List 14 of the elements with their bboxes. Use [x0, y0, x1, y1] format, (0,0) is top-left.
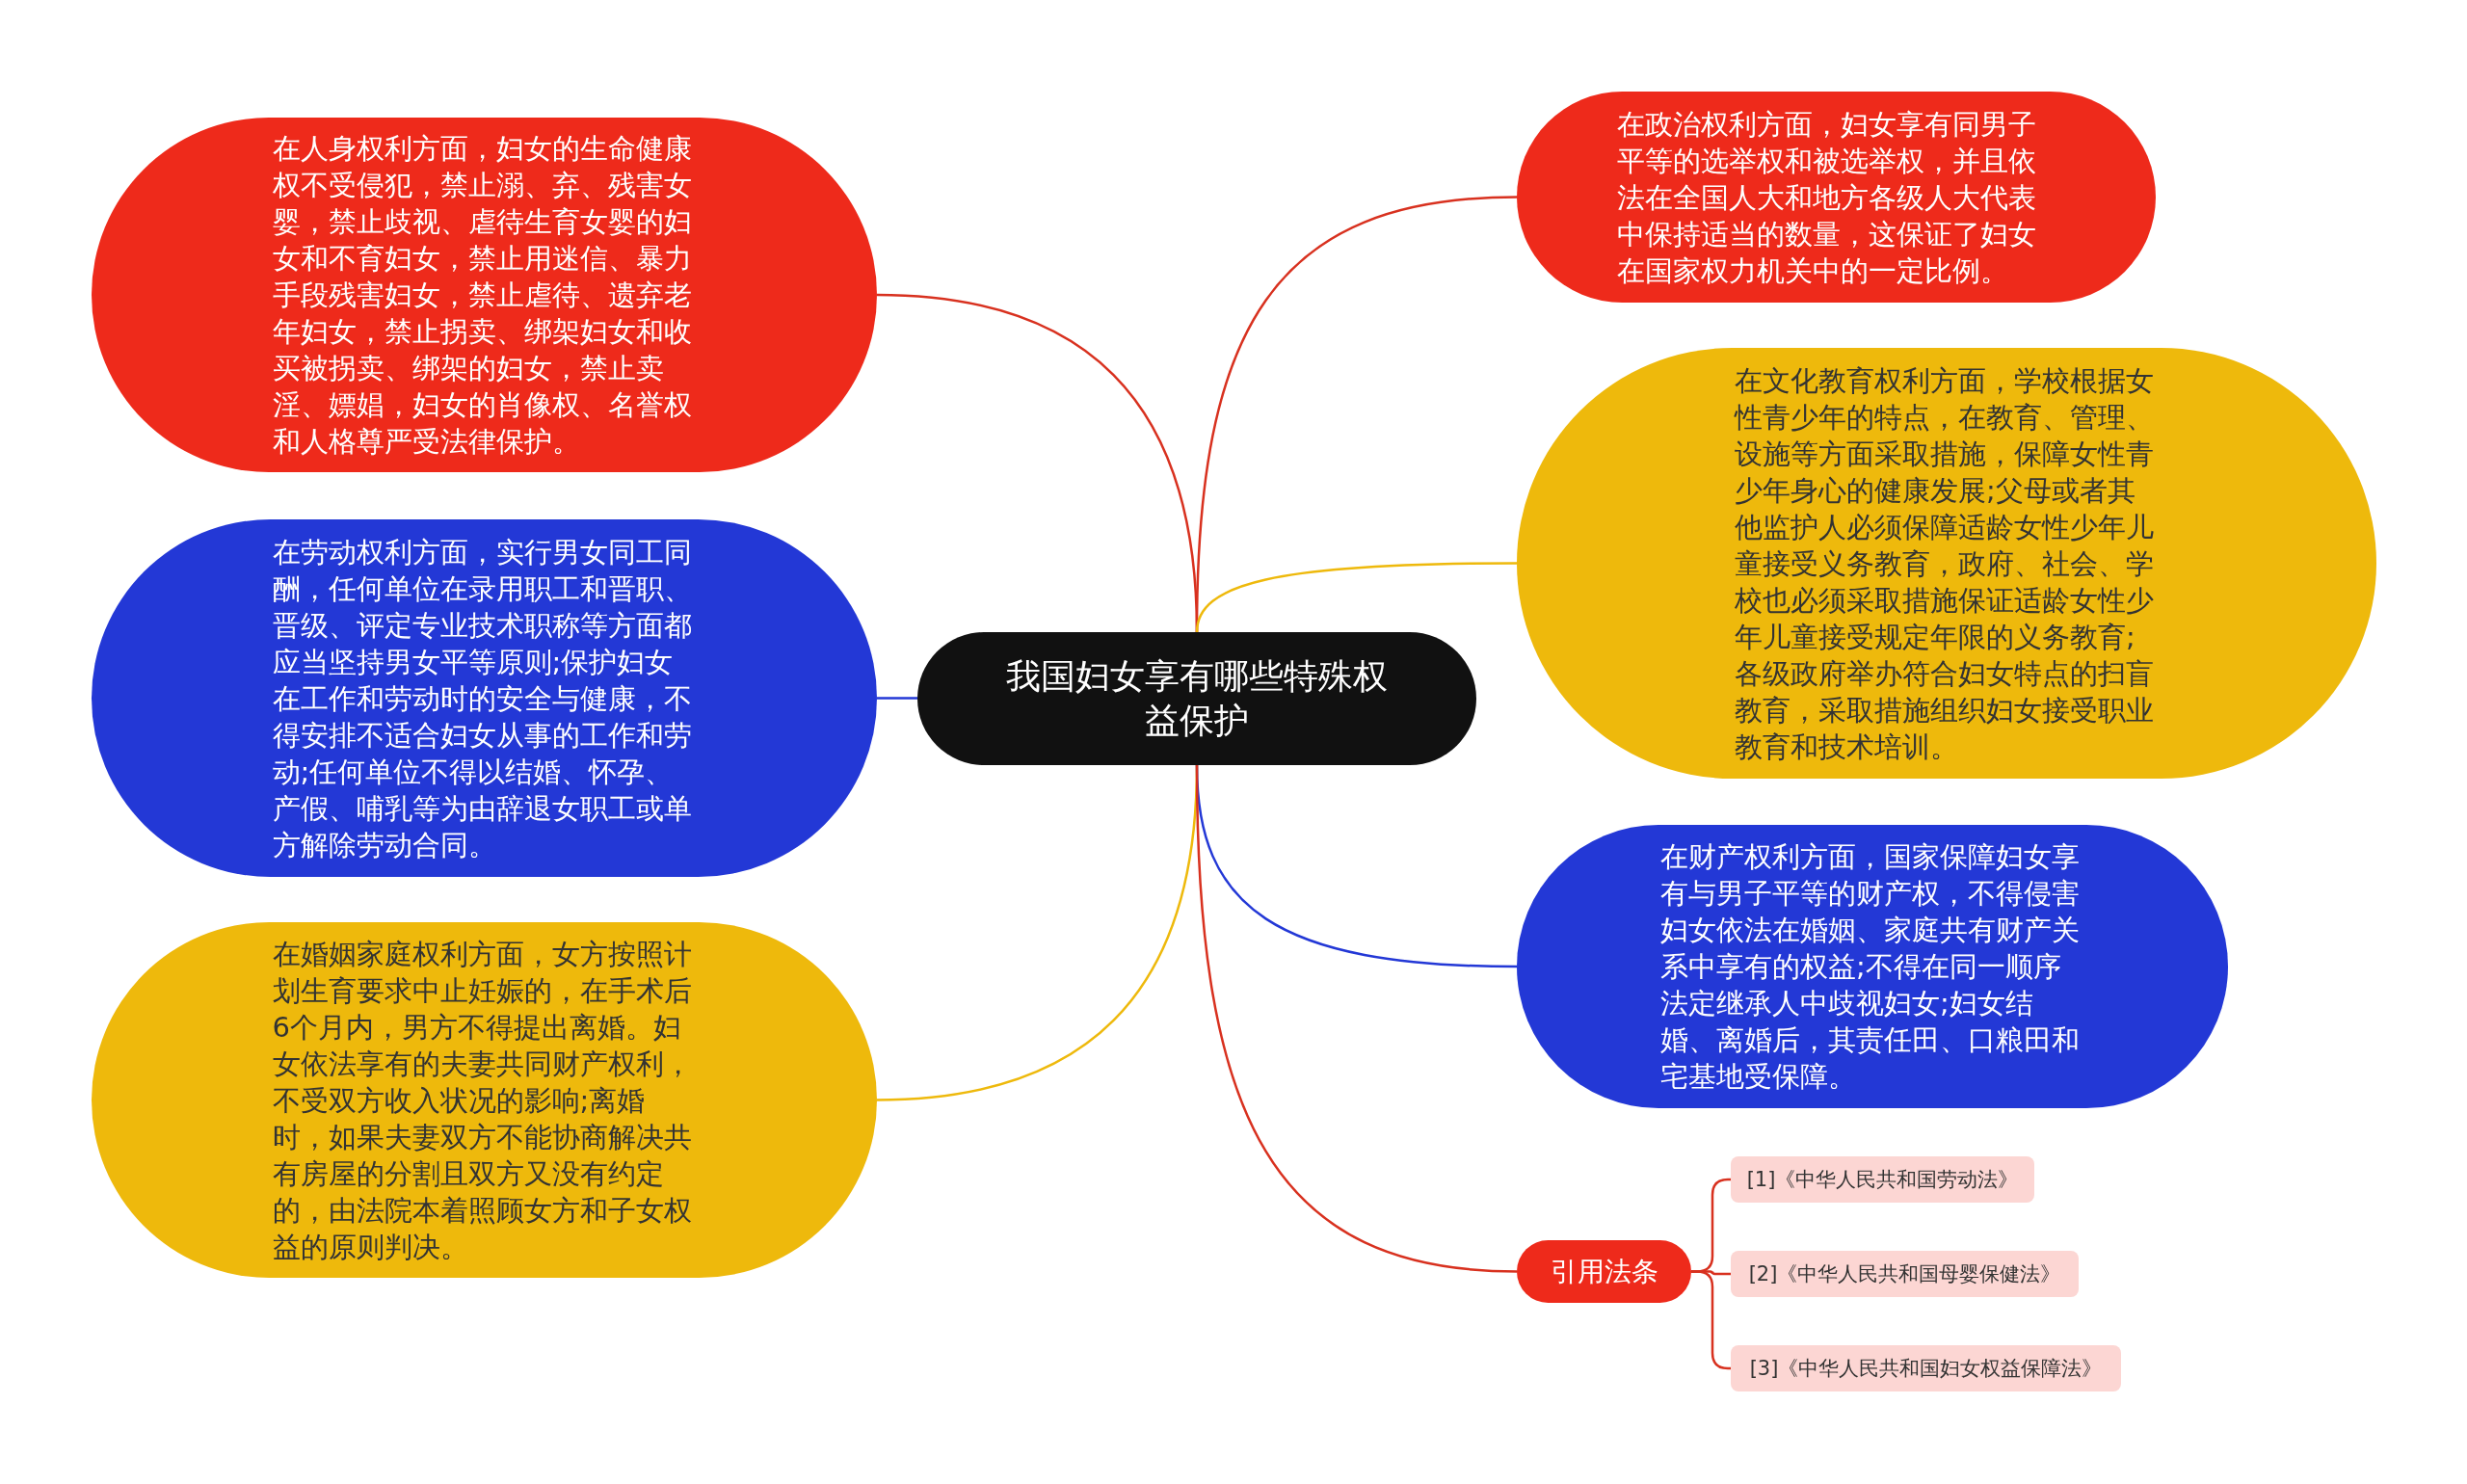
- reference-tag: [1]《中华人民共和国劳动法》: [1731, 1156, 2034, 1203]
- reference-tag: [3]《中华人民共和国妇女权益保障法》: [1731, 1345, 2121, 1391]
- topic-pill: 在政治权利方面，妇女享有同男子平等的选举权和被选举权，并且依法在全国人大和地方各级人大代表中保持适当的数量，这保证了妇女在国家权力机关中的一定比例。: [1517, 92, 2156, 303]
- topic-pill: 在财产权利方面，国家保障妇女享有与男子平等的财产权，不得侵害妇女依法在婚姻、家庭共有财产关系中享有的权益;不得在同一顺序法定继承人中歧视妇女;妇女结婚、离婚后，其责任田、口粮田和宅基地受保障。: [1517, 825, 2228, 1108]
- topic-pill: 引用法条: [1517, 1240, 1691, 1303]
- reference-tag: [2]《中华人民共和国母婴保健法》: [1731, 1251, 2079, 1297]
- topic-pill: 在劳动权利方面，实行男女同工同酬，任何单位在录用职工和晋职、晋级、评定专业技术职称等方面都应当坚持男女平等原则;保护妇女在工作和劳动时的安全与健康，不得安排不适合妇女从事的工作和劳动;任何单位不得以结婚、怀孕、产假、哺乳等为由辞退女职工或单方解除劳动合同。: [92, 519, 877, 877]
- connector-line: [1195, 562, 1517, 633]
- topic-pill: 在婚姻家庭权利方面，女方按照计划生育要求中止妊娠的，在手术后6个月内，男方不得提出离婚。妇女依法享有的夫妻共同财产权利，不受双方收入状况的影响;离婚时，如果夫妻双方不能协商解决共有房屋的分割且双方又没有约定的，由法院本着照顾女方和子女权益的原则判决。: [92, 922, 877, 1278]
- connector-line: [1195, 764, 1518, 1273]
- topic-pill: 在文化教育权利方面，学校根据女性青少年的特点，在教育、管理、设施等方面采取措施，保障女性青少年身心的健康发展;父母或者其他监护人必须保障适龄女性少年儿童接受义务教育，政府、社会、学校也必须采取措施保证适龄女性少年儿童接受规定年限的义务教育;各级政府举办符合妇女特点的扫盲教育，采取措施组织妇女接受职业教育和技术培训。: [1517, 348, 2376, 779]
- central-topic: 我国妇女享有哪些特殊权益保护: [917, 632, 1476, 765]
- connector-line: [877, 697, 917, 700]
- topic-pill: 在人身权利方面，妇女的生命健康权不受侵犯，禁止溺、弃、残害女婴，禁止歧视、虐待生育女婴的妇女和不育妇女，禁止用迷信、暴力手段残害妇女，禁止虐待、遗弃老年妇女，禁止拐卖、绑架妇女和收买被拐卖、绑架的妇女，禁止卖淫、嫖娼，妇女的肖像权、名誉权和人格尊严受法律保护。: [92, 118, 877, 472]
